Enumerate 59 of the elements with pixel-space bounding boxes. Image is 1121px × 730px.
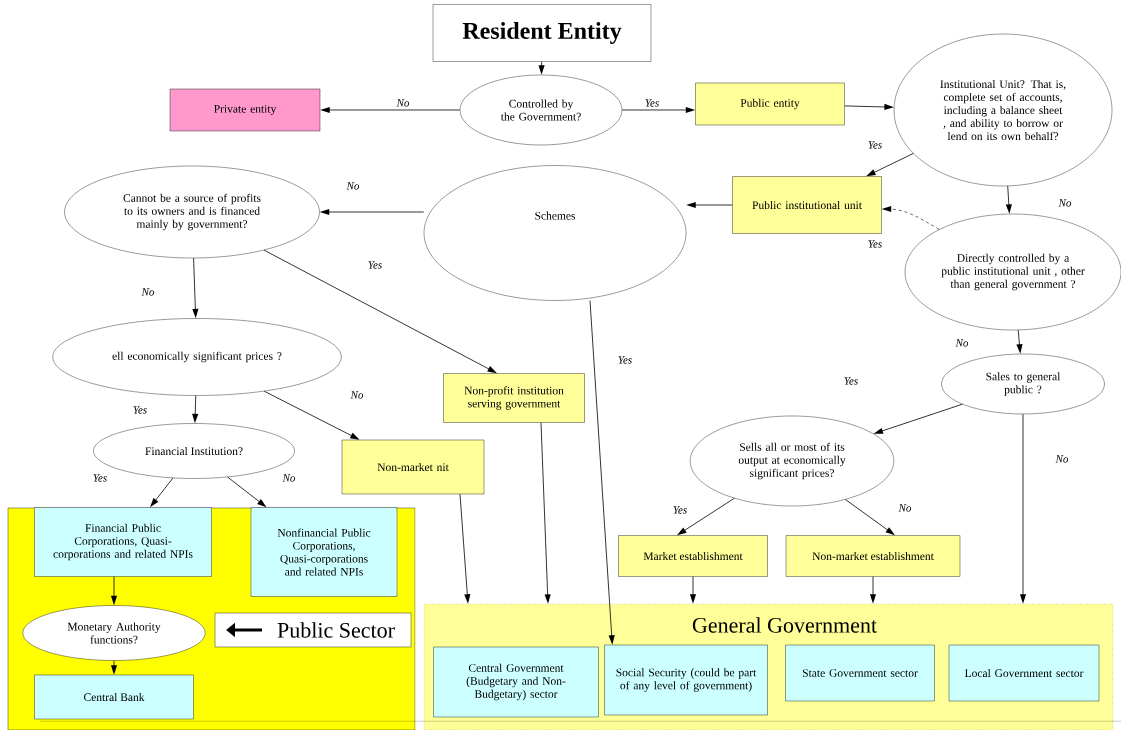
arrow [845,499,895,536]
process-box: Public entity [695,82,845,126]
edge-label: No [349,390,365,400]
process-box: Non-market establishment [785,535,961,577]
process-box: Nonfinancial Public Corporations, Quasi-corporations and related NPIs [250,507,398,597]
arrow [110,576,118,606]
process-box: Local Government sector [948,644,1100,702]
arrow [869,576,877,604]
process-box: Non-market nit [341,439,485,495]
arrow [589,300,615,645]
arrow [150,477,174,508]
arrow [110,660,118,675]
edge-label: No [897,503,913,513]
arrow [538,61,545,75]
arrow [1005,185,1012,214]
edge-label: Yes [866,140,884,150]
edge-label: Yes [131,405,149,415]
process-box: Financial Public Corporations, Quasi-corporations and related NPIs [34,507,212,577]
arrow [263,390,360,440]
arrow [866,153,914,177]
arrow [192,257,199,319]
arrow [319,208,425,216]
arrow [686,201,733,209]
arrow [844,103,894,111]
edge-label: No [140,287,156,297]
process-box: Non-profit institution serving government [443,373,585,423]
arrow [677,497,735,536]
process-box: Public institutional unit [732,176,882,234]
arrow [459,493,471,604]
arrow [1019,413,1027,604]
arrow [689,576,697,604]
process-box: State Government sector [785,644,935,702]
arrow [227,476,267,508]
arrow [873,403,963,434]
edge-label: Yes [842,376,860,386]
arrow [621,106,696,114]
arrow [192,395,199,424]
edge-label: No [395,98,411,108]
edge-label: Yes [643,98,661,108]
arrow [1016,329,1023,354]
process-box: Central Government (Budgetary and Non-Budgetary) sector [433,646,599,718]
edge-label: No [1054,454,1070,464]
edge-label: No [954,338,970,348]
process-box: Private entity [169,88,321,132]
heading-box: Public Sector [214,612,412,648]
process-box: Market establishment [618,535,768,577]
edge-label: No [1057,198,1073,208]
arrow [881,205,940,230]
process-box: Central Bank [34,674,194,720]
arrow [320,106,461,114]
edge-label: No [345,181,361,191]
process-box: Social Security (could be part of any level of government) [604,644,768,716]
edge-label: Yes [366,260,384,270]
edge-label: Yes [671,505,689,515]
edge-label: Yes [616,355,634,365]
arrow [540,422,551,604]
edge-label: Yes [866,239,884,249]
arrow [263,249,497,374]
title-box: Resident Entity [432,4,652,62]
